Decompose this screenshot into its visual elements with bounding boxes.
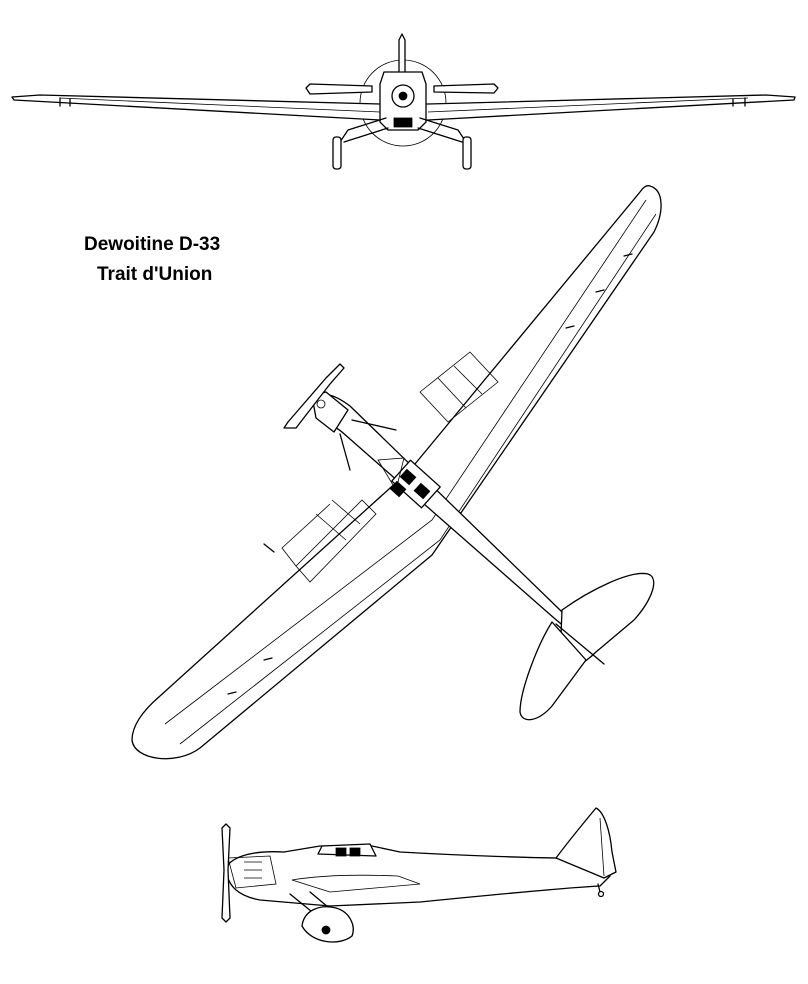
propeller-blade-right — [433, 83, 499, 94]
radiator — [393, 117, 413, 128]
stabilizer-left — [519, 621, 587, 721]
engine-side-view — [227, 855, 277, 889]
tail-wheel — [597, 890, 605, 898]
propeller-top-view — [283, 363, 345, 429]
flap-right — [419, 351, 499, 423]
wheel-hub — [321, 925, 331, 935]
wheel-left — [332, 136, 342, 170]
wheel-right — [462, 136, 472, 170]
flap-left — [295, 499, 377, 583]
drawing-subtitle: Trait d'Union — [97, 264, 213, 285]
wing-planform — [131, 185, 662, 760]
drawing-title: Dewoitine D-33 — [84, 234, 221, 255]
propeller-blade-left — [305, 83, 373, 95]
vertical-fin — [555, 807, 617, 879]
fuselage-side-view — [225, 845, 611, 907]
cockpit-side-view — [317, 843, 377, 857]
wheel-spat — [301, 906, 354, 943]
wing-root — [291, 874, 421, 893]
propeller-side-view — [221, 823, 231, 923]
